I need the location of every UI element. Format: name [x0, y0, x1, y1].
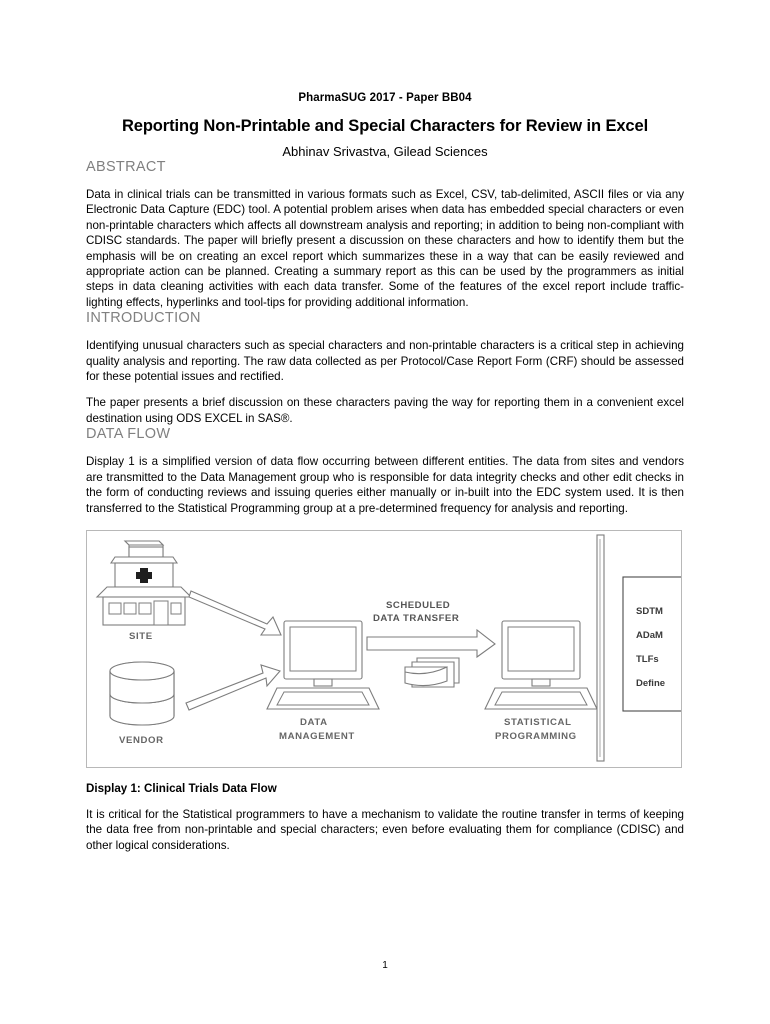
arrow-vendor-to-data-management [185, 664, 281, 711]
heading-introduction: INTRODUCTION [86, 310, 201, 327]
heading-data-flow: DATA FLOW [86, 426, 171, 443]
abstract-paragraph: Data in clinical trials can be transmitt… [86, 188, 684, 309]
deliverable-define: Define [636, 678, 665, 689]
data-management-computer-icon-group [266, 620, 380, 710]
page-content: PharmaSUG 2017 - Paper BB04 Reporting No… [86, 0, 684, 853]
figure-label-transfer-1: SCHEDULED [386, 600, 450, 611]
medical-cross-icon [136, 567, 152, 583]
vendor-database-icon-group [109, 661, 175, 726]
figure-label-transfer-2: DATA TRANSFER [373, 613, 459, 624]
figure-canvas: .ol { fill:#ffffff; stroke:#7d7d7d; stro… [87, 531, 681, 767]
figure-clinical-trials-data-flow: .ol { fill:#ffffff; stroke:#7d7d7d; stro… [86, 529, 682, 768]
data-files-stack-icon [404, 657, 460, 688]
dataflow-paragraph-1: Display 1 is a simplified version of dat… [86, 455, 684, 515]
figure-label-statistical-programming-2: PROGRAMMING [495, 731, 577, 742]
figure-label-data-management-2: MANAGEMENT [279, 731, 355, 742]
deliverable-adam: ADaM [636, 630, 663, 641]
page-number: 1 [382, 960, 388, 971]
heading-abstract: ABSTRACT [86, 159, 166, 175]
figure-label-data-management-1: DATA [300, 717, 328, 728]
arrow-site-to-data-management [188, 590, 282, 636]
authors-line: Abhinav Srivastva, Gilead Sciences [282, 144, 488, 159]
deliverable-tlfs: TLFs [636, 654, 659, 665]
arrow-data-transfer [366, 628, 496, 658]
statistical-programming-computer-icon-group [484, 620, 598, 710]
deliverables-box: SDTM ADaM TLFs Define [622, 576, 681, 712]
conference-paper-id: PharmaSUG 2017 - Paper BB04 [298, 92, 472, 104]
figure-label-vendor: VENDOR [119, 735, 164, 746]
introduction-paragraph-2: The paper presents a brief discussion on… [86, 396, 684, 425]
figure-caption: Display 1: Clinical Trials Data Flow [86, 781, 277, 795]
deliverable-sdtm: SDTM [636, 606, 663, 617]
dataflow-paragraph-2: It is critical for the Statistical progr… [86, 807, 684, 852]
site-icon-group [95, 540, 193, 626]
page-title: Reporting Non-Printable and Special Char… [121, 117, 649, 135]
figure-vertical-divider [596, 534, 605, 762]
introduction-paragraph-1: Identifying unusual characters such as s… [86, 339, 684, 384]
figure-label-site: SITE [129, 631, 153, 642]
figure-label-statistical-programming-1: STATISTICAL [504, 717, 572, 728]
